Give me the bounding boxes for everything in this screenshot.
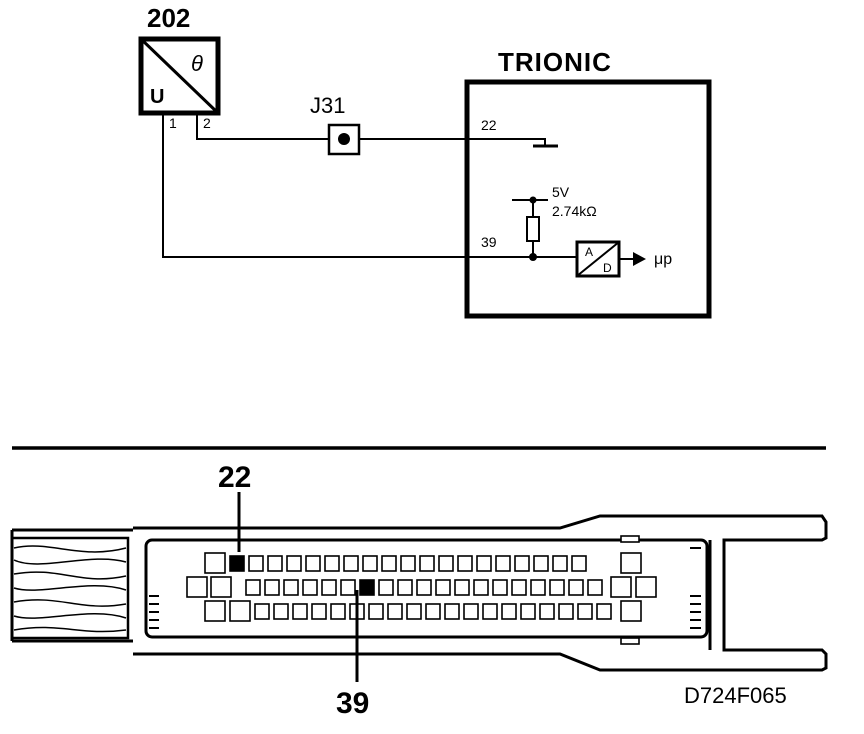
- adc-digital-label: D: [603, 261, 612, 275]
- connector-pin: [533, 555, 549, 572]
- ecu-connector: [10, 514, 828, 672]
- connector-pin: [501, 603, 517, 620]
- connector-pin: [406, 603, 422, 620]
- connector-pin: [514, 555, 530, 572]
- connector-pin: [425, 603, 441, 620]
- callout-22-label: 22: [218, 461, 251, 494]
- temperature-sensor-202: θ U: [138, 36, 221, 116]
- connector-pin: [340, 579, 356, 596]
- connector-pin: [397, 579, 413, 596]
- connector-pin: [620, 600, 642, 622]
- connector-pin: [419, 555, 435, 572]
- callout-39-label: 39: [336, 687, 369, 720]
- connector-pin: [302, 579, 318, 596]
- output-arrow: [633, 252, 646, 266]
- connector-pin: [381, 555, 397, 572]
- connector-pin: [635, 576, 657, 598]
- connector-pin: [292, 603, 308, 620]
- sensor-pin-1-label: 1: [169, 115, 177, 131]
- cable-wires: [13, 545, 127, 633]
- ecu-title: TRIONIC: [498, 47, 612, 77]
- connector-pin: [552, 555, 568, 572]
- sensor-pin-2-label: 2: [203, 115, 211, 131]
- connector-pin: [435, 579, 451, 596]
- connector-pin-22: [229, 555, 245, 572]
- figure-code: D724F065: [684, 683, 787, 708]
- junction-j31-label: J31: [310, 93, 345, 118]
- connector-pin: [254, 603, 270, 620]
- connector-pin: [311, 603, 327, 620]
- sensor-u-symbol: U: [150, 86, 164, 108]
- connector-pin: [568, 579, 584, 596]
- connector-pin: [620, 552, 642, 574]
- connector-pin: [400, 555, 416, 572]
- connector-pin: [210, 576, 232, 598]
- connector-pin: [273, 603, 289, 620]
- connector-pin: [267, 555, 283, 572]
- connector-pin: [571, 555, 587, 572]
- wire-pin1-to-pin39: [162, 113, 467, 258]
- ad-converter: A D: [575, 240, 621, 278]
- ecu-pin-22-label: 22: [481, 117, 497, 133]
- connector-pin: [324, 555, 340, 572]
- connector-pin: [438, 555, 454, 572]
- connector-pin: [492, 579, 508, 596]
- pullup-resistor: [526, 216, 540, 242]
- processor-label: μp: [654, 251, 672, 268]
- connector-pin: [457, 555, 473, 572]
- connector-pin: [610, 576, 632, 598]
- connector-pin: [473, 579, 489, 596]
- adc-analog-label: A: [585, 245, 593, 259]
- connector-pin: [511, 579, 527, 596]
- connector-pin: [229, 600, 251, 622]
- connector-pin: [539, 603, 555, 620]
- connector-pin: [368, 603, 384, 620]
- connector-pin-39: [359, 579, 375, 596]
- sensor-id-label: 202: [147, 3, 190, 33]
- connector-pin: [587, 579, 603, 596]
- connector-pin: [530, 579, 546, 596]
- connector-pin: [482, 603, 498, 620]
- side-slots: [149, 547, 701, 629]
- connector-pin: [495, 555, 511, 572]
- supply-voltage-label: 5V: [552, 184, 570, 200]
- connector-pin: [186, 576, 208, 598]
- connector-pin: [596, 603, 612, 620]
- ecu-pin-39-label: 39: [481, 234, 497, 250]
- junction-j31: [327, 123, 361, 156]
- pullup-resistance-label: 2.74kΩ: [552, 203, 597, 219]
- wire-pin2-to-pin22: [196, 113, 467, 140]
- connector-retainer: [620, 535, 640, 543]
- connector-retainer: [620, 637, 640, 645]
- connector-pin: [577, 603, 593, 620]
- connector-pin: [321, 579, 337, 596]
- connector-pin-grid: [186, 535, 657, 645]
- connector-pin: [245, 579, 261, 596]
- connector-pin: [549, 579, 565, 596]
- connector-pin: [264, 579, 280, 596]
- connector-pin: [476, 555, 492, 572]
- connector-pin: [378, 579, 394, 596]
- connector-pin: [362, 555, 378, 572]
- trionic-ecu-box: [464, 79, 712, 319]
- connector-pin: [343, 555, 359, 572]
- connector-pin: [283, 579, 299, 596]
- connector-pin: [454, 579, 470, 596]
- connector-pin: [204, 552, 226, 574]
- sensor-theta-symbol: θ: [191, 51, 203, 76]
- connector-pin: [520, 603, 536, 620]
- connector-pin: [286, 555, 302, 572]
- connector-pin: [248, 555, 264, 572]
- connector-pin: [387, 603, 403, 620]
- connector-pin: [463, 603, 479, 620]
- connector-pin: [558, 603, 574, 620]
- connector-pin: [330, 603, 346, 620]
- connector-pin: [204, 600, 226, 622]
- connector-pin: [305, 555, 321, 572]
- connector-pin: [444, 603, 460, 620]
- connector-pin: [416, 579, 432, 596]
